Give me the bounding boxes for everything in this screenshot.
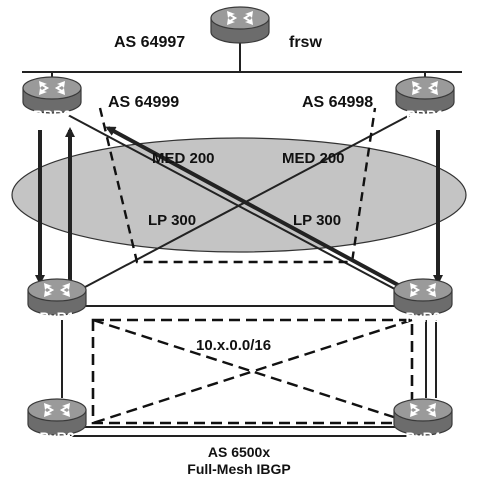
top-as-label: AS 64997 — [114, 34, 185, 51]
ibgp-dashed-box — [91, 318, 414, 425]
router-bbr1-label: BBR1 — [406, 107, 444, 123]
ibgp-dashed-diag-1 — [92, 318, 413, 425]
prefix-label: 10.x.0.0/16 — [196, 337, 271, 354]
left-as-label: AS 64999 — [108, 94, 179, 111]
router-pxr1-label: PxR1 — [39, 309, 74, 325]
bbr1-pxr1-link — [69, 114, 411, 296]
ibgp-dashed-diag-2 — [92, 318, 413, 425]
bottom-caption: Full-Mesh IBGP — [187, 461, 290, 477]
router-pxr3[interactable]: PxR3 — [27, 398, 87, 445]
transit-cloud — [11, 137, 467, 253]
router-frsw[interactable] — [210, 6, 270, 44]
arrow-pxr2-to-bbr2 — [105, 126, 401, 288]
router-pxr2-label: PxR2 — [405, 309, 440, 325]
med-right-label: MED 200 — [282, 150, 345, 167]
lp-right-label: LP 300 — [293, 212, 341, 229]
router-bbr2[interactable]: BBR2 — [22, 76, 82, 123]
router-bbr1[interactable]: BBR1 — [395, 76, 455, 123]
lp-left-label: LP 300 — [148, 212, 196, 229]
bottom-as-label: AS 6500x — [208, 444, 270, 460]
med-left-label: MED 200 — [152, 150, 215, 167]
router-pxr2[interactable]: PxR2 — [393, 278, 453, 325]
med-lp-dashed-left — [98, 107, 377, 264]
frsw-label: frsw — [289, 34, 322, 51]
router-bbr2-label: BBR2 — [33, 107, 71, 123]
router-pxr1[interactable]: PxR1 — [27, 278, 87, 325]
right-as-label: AS 64998 — [302, 94, 373, 111]
router-pxr3-label: PxR3 — [39, 429, 74, 445]
router-pxr4[interactable]: PxR4 — [393, 398, 453, 445]
router-pxr4-label: PxR4 — [405, 429, 440, 445]
bbr2-pxr2-link — [67, 114, 407, 296]
